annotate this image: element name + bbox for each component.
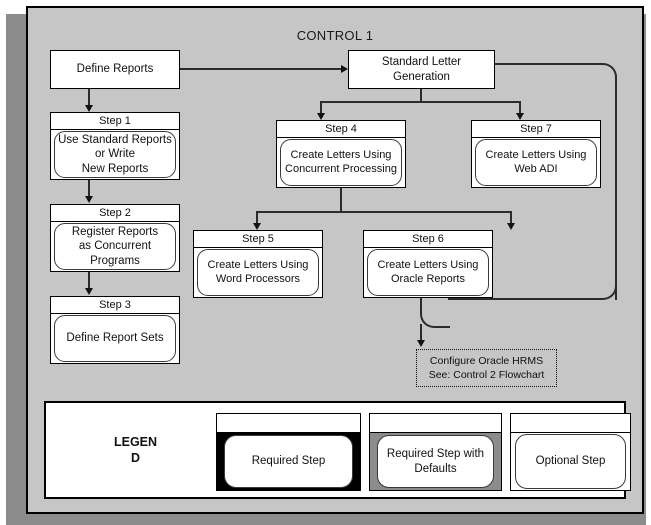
arrowhead-step2-to-step3 xyxy=(84,288,93,295)
node-step7[interactable]: Step 7 Create Letters Using Web ADI xyxy=(471,120,601,188)
arrowhead-step1-to-step2 xyxy=(84,196,93,203)
node-define-reports[interactable]: Define Reports xyxy=(50,50,180,89)
arrowhead-bus-to-step6 xyxy=(506,223,515,230)
node-step5-header: Step 5 xyxy=(194,231,322,248)
node-step6[interactable]: Step 6 Create Letters Using Oracle Repor… xyxy=(363,230,493,298)
legend-item-required-step-with-defaults: Required Step with Defaults xyxy=(369,413,502,491)
connector-step2-to-step3 xyxy=(88,272,90,289)
control-1-panel: CONTROL 1 Define Reports Standard Letter… xyxy=(26,6,644,514)
connector-right-vertical-run xyxy=(615,91,617,300)
connector-to-note-vertical xyxy=(420,324,422,342)
node-step1[interactable]: Step 1 Use Standard Reports or Write New… xyxy=(50,112,180,180)
arrowhead-bus-to-step5 xyxy=(252,223,261,230)
connector-bus-to-step7 xyxy=(519,101,521,114)
connector-elbow-top-right xyxy=(587,63,617,93)
node-step6-label: Create Letters Using Oracle Reports xyxy=(367,249,489,296)
legend-label-required-defaults: Required Step with Defaults xyxy=(377,435,494,488)
node-step7-label: Create Letters Using Web ADI xyxy=(475,139,597,186)
legend-title: LEGEN D xyxy=(113,435,158,465)
connector-standard-right-run xyxy=(495,63,601,65)
legend-item-body-required-defaults: Required Step with Defaults xyxy=(370,433,501,490)
connector-bus-to-step4 xyxy=(320,101,322,114)
node-step3-header: Step 3 xyxy=(51,297,179,314)
node-step2-body: Register Reports as Concurrent Programs xyxy=(51,222,179,271)
node-step3-label: Define Report Sets xyxy=(54,315,176,362)
node-step7-body: Create Letters Using Web ADI xyxy=(472,138,600,187)
note-configure-oracle-hrms: Configure Oracle HRMS See: Control 2 Flo… xyxy=(416,349,557,387)
node-step1-header: Step 1 xyxy=(51,113,179,130)
node-step5-label: Create Letters Using Word Processors xyxy=(197,249,319,296)
arrowhead-bus-to-step7 xyxy=(515,113,524,120)
node-step4[interactable]: Step 4 Create Letters Using Concurrent P… xyxy=(276,120,406,188)
note-line-1: Configure Oracle HRMS xyxy=(429,354,544,367)
node-step2[interactable]: Step 2 Register Reports as Concurrent Pr… xyxy=(50,204,180,272)
connector-bottom-right-run xyxy=(448,298,589,300)
connector-standard-split-bus xyxy=(320,101,521,103)
node-step6-header: Step 6 xyxy=(364,231,492,248)
node-standard-letter-generation-label: Standard Letter Generation xyxy=(381,56,462,83)
node-step2-label: Register Reports as Concurrent Programs xyxy=(54,223,176,270)
arrowhead-define-to-standard xyxy=(341,64,348,73)
node-step6-body: Create Letters Using Oracle Reports xyxy=(364,248,492,297)
node-step3-body: Define Report Sets xyxy=(51,314,179,363)
legend-label-required-step: Required Step xyxy=(224,435,353,488)
node-step1-body: Use Standard Reports or Write New Report… xyxy=(51,130,179,179)
legend-panel: LEGEN D Required Step Required Step with… xyxy=(44,401,631,499)
connector-step4-split-bus xyxy=(256,211,512,213)
arrowhead-bus-to-step4 xyxy=(316,113,325,120)
legend-item-body-required-step: Required Step xyxy=(217,433,360,490)
connector-elbow-bottom-left xyxy=(420,298,450,328)
legend-item-header-required-defaults xyxy=(370,414,501,433)
node-step7-header: Step 7 xyxy=(472,121,600,138)
page-title: CONTROL 1 xyxy=(296,28,374,43)
legend-item-body-optional-step: Optional Step xyxy=(511,433,630,490)
connector-step1-to-step2 xyxy=(88,180,90,197)
connector-step4-down-stub xyxy=(340,188,342,213)
node-step3[interactable]: Step 3 Define Report Sets xyxy=(50,296,180,364)
legend-label-optional-step: Optional Step xyxy=(515,434,626,489)
connector-define-to-standard xyxy=(180,68,342,70)
node-standard-letter-generation[interactable]: Standard Letter Generation xyxy=(348,50,495,89)
node-define-reports-label: Define Reports xyxy=(76,63,154,76)
arrowhead-define-to-step1 xyxy=(84,105,93,112)
legend-item-header-optional-step xyxy=(511,414,630,433)
connector-elbow-bottom-right xyxy=(587,270,617,300)
connector-bus-to-step6 xyxy=(510,211,512,224)
node-step1-label: Use Standard Reports or Write New Report… xyxy=(54,131,176,178)
node-step4-body: Create Letters Using Concurrent Processi… xyxy=(277,138,405,187)
connector-bus-to-step5 xyxy=(256,211,258,224)
note-line-2: See: Control 2 Flowchart xyxy=(428,369,545,381)
arrowhead-to-note xyxy=(416,340,425,347)
node-step2-header: Step 2 xyxy=(51,205,179,222)
connector-standard-down-stub xyxy=(420,89,422,102)
node-step5[interactable]: Step 5 Create Letters Using Word Process… xyxy=(193,230,323,298)
legend-item-optional-step: Optional Step xyxy=(510,413,631,491)
legend-item-header-required-step xyxy=(217,414,360,433)
node-step5-body: Create Letters Using Word Processors xyxy=(194,248,322,297)
node-step4-header: Step 4 xyxy=(277,121,405,138)
node-step4-label: Create Letters Using Concurrent Processi… xyxy=(280,139,402,186)
legend-item-required-step: Required Step xyxy=(216,413,361,491)
connector-define-to-step1 xyxy=(88,89,90,106)
